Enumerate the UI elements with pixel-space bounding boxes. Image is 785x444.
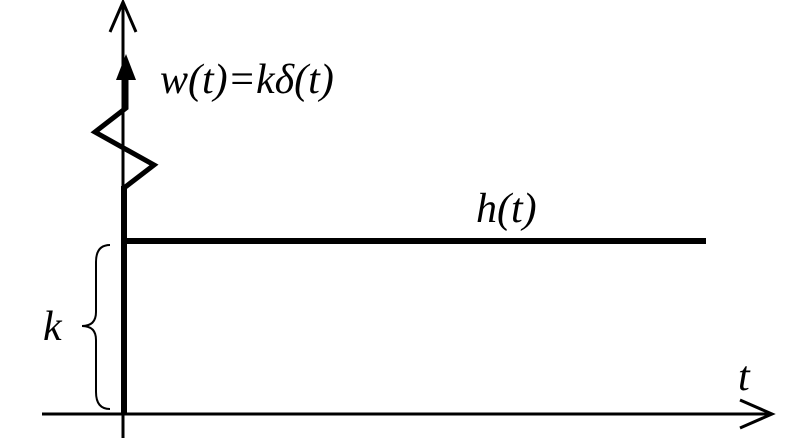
impulse-label: w(t)=kδ(t) — [160, 57, 334, 103]
impulse-zigzag — [90, 76, 159, 190]
axis-label-t: t — [738, 354, 751, 400]
vertical-axis-arrowhead — [108, 0, 138, 33]
impulse-arrowhead — [116, 54, 136, 80]
time-axis-arrowhead — [739, 398, 776, 430]
level-label: k — [43, 304, 63, 350]
level-brace — [81, 244, 111, 410]
response-label: h(t) — [476, 186, 537, 232]
